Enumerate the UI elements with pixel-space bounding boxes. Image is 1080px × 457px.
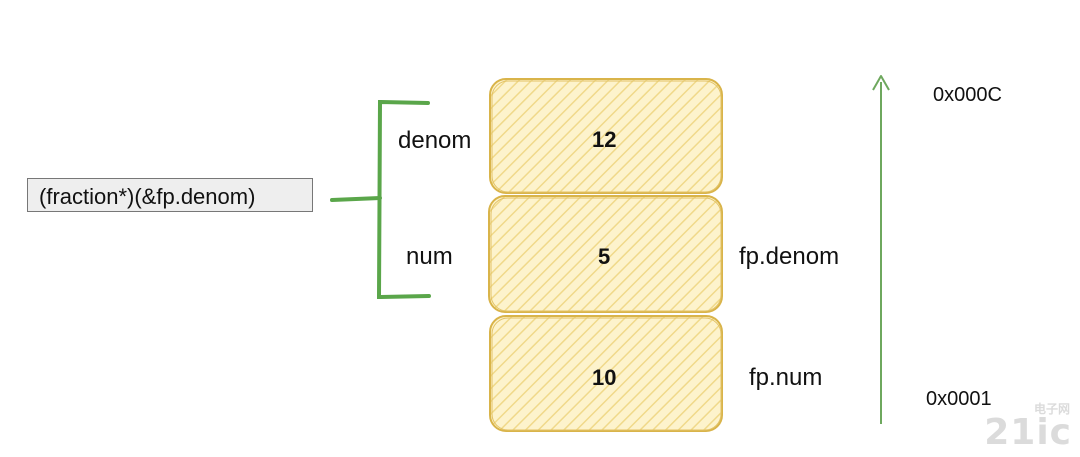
field-label-num: num (406, 243, 453, 270)
cell-value-top: 12 (592, 127, 617, 152)
cast-expression-box: (fraction*)(&fp.denom) (27, 178, 313, 212)
watermark-sub-text: 电子网 (1033, 402, 1070, 416)
address-low: 0x0001 (926, 388, 992, 410)
memory-cell-middle (488, 195, 723, 313)
memory-cell-bottom (489, 315, 723, 432)
memory-cell-top (489, 78, 723, 194)
watermark-logo: 电子网 21ic (984, 402, 1072, 453)
watermark-main-text: 21ic (984, 412, 1072, 453)
address-high: 0x000C (933, 84, 1002, 106)
field-label-denom: denom (398, 127, 472, 154)
cast-bracket (330, 99, 431, 300)
struct-label-fp-denom: fp.denom (739, 243, 840, 270)
address-arrow (872, 75, 890, 424)
cell-value-bottom: 10 (592, 365, 617, 390)
cell-value-middle: 5 (598, 244, 611, 269)
cast-expression-text: (fraction*)(&fp.denom) (39, 184, 256, 209)
struct-label-fp-num: fp.num (749, 364, 823, 391)
